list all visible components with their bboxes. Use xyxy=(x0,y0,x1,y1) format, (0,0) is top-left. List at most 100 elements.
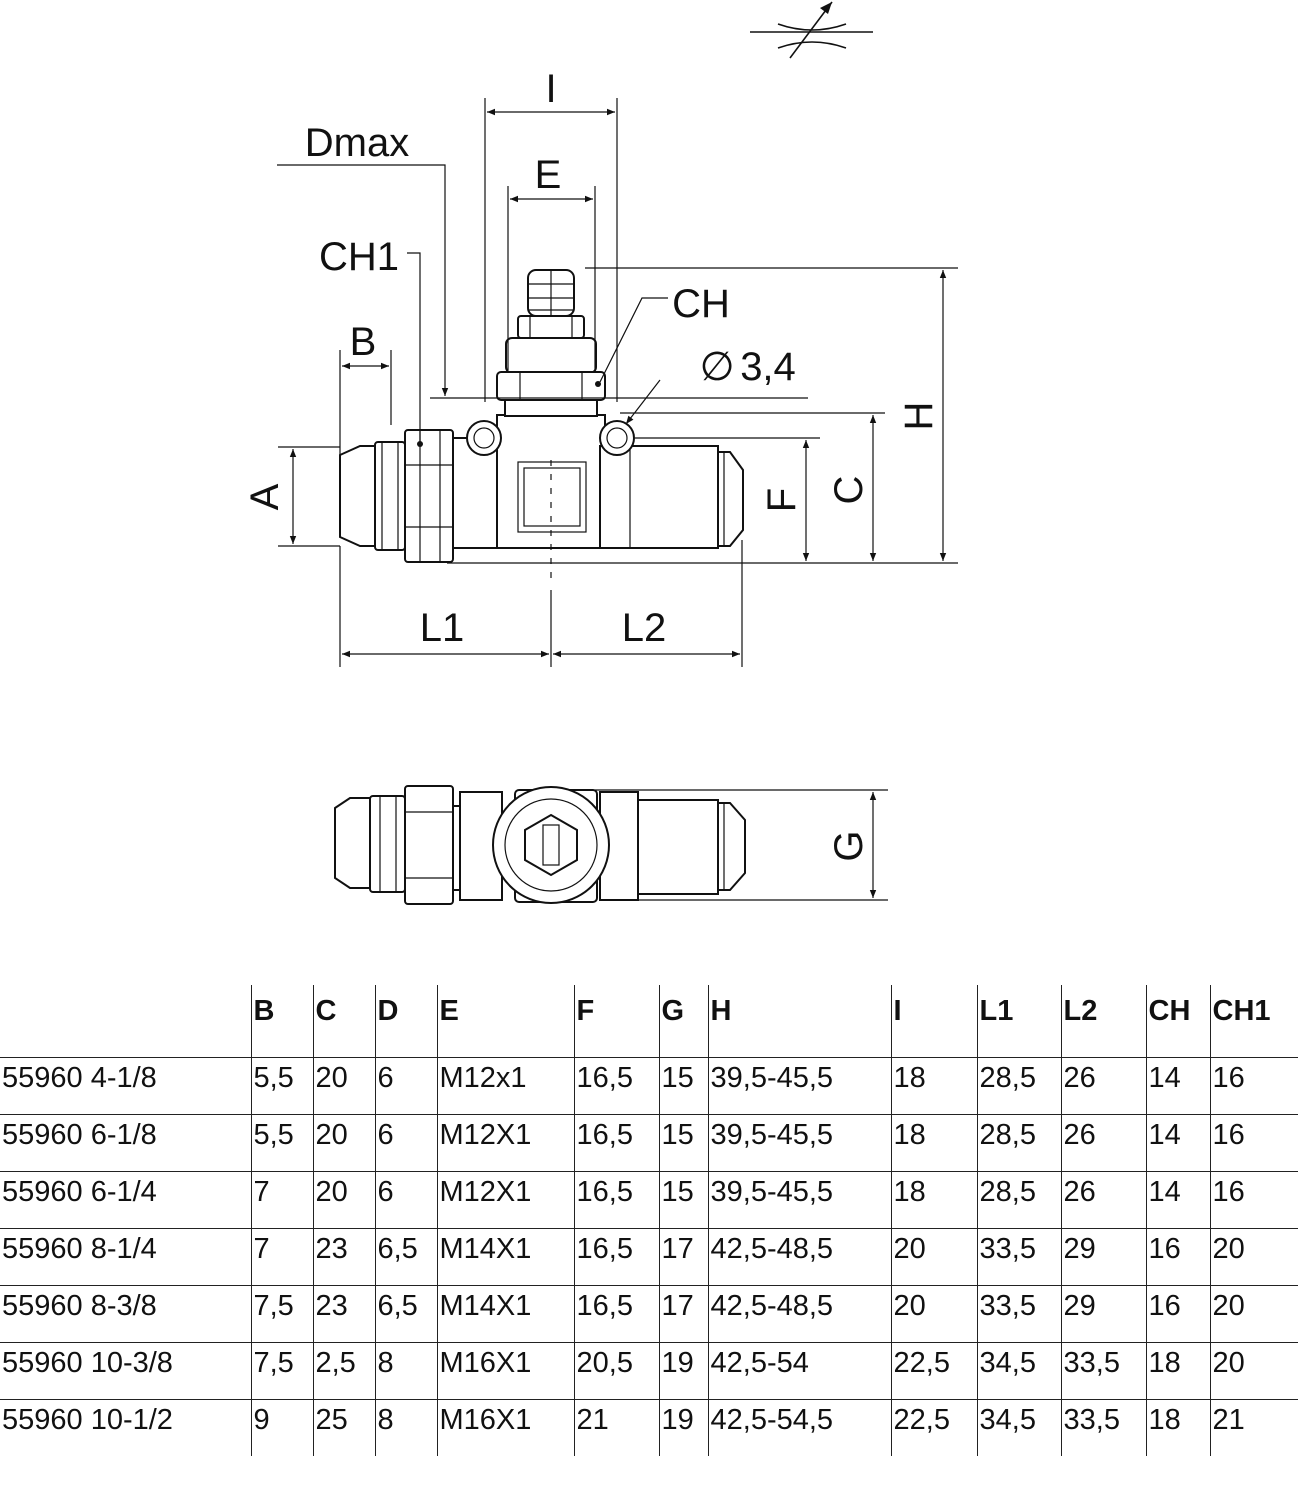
table-cell: M14X1 xyxy=(436,1228,574,1286)
table-cell: 16 xyxy=(1209,1114,1298,1172)
table-cell: 28,5 xyxy=(976,1057,1061,1115)
table-cell: 21 xyxy=(1209,1399,1298,1456)
label-h: H xyxy=(897,402,941,431)
table-cell: 39,5-45,5 xyxy=(707,1114,891,1172)
table-cell: 6,5 xyxy=(374,1285,437,1343)
table-cell: 26 xyxy=(1060,1114,1146,1172)
table-cell: 6,5 xyxy=(374,1228,437,1286)
table-cell: 28,5 xyxy=(976,1114,1061,1172)
table-cell: 23 xyxy=(312,1285,375,1343)
table-cell: 33,5 xyxy=(976,1285,1061,1343)
table-cell: 17 xyxy=(658,1228,708,1286)
part-code-cell: 55960 8-3/8 xyxy=(0,1285,251,1343)
column-header: I xyxy=(890,985,977,1058)
table-cell: 16,5 xyxy=(573,1228,659,1286)
table-cell: 14 xyxy=(1145,1114,1210,1172)
table-cell: 39,5-45,5 xyxy=(707,1171,891,1229)
table-cell: 16 xyxy=(1209,1057,1298,1115)
label-e: E xyxy=(535,153,562,197)
label-dmax: Dmax xyxy=(305,121,409,165)
table-cell: 15 xyxy=(658,1114,708,1172)
column-header: G xyxy=(658,985,708,1058)
table-cell: 14 xyxy=(1145,1171,1210,1229)
label-a: A xyxy=(243,483,287,510)
table-cell: 7,5 xyxy=(250,1285,313,1343)
table-cell: 26 xyxy=(1060,1171,1146,1229)
part-code-cell: 55960 10-3/8 xyxy=(0,1342,251,1400)
table-cell: 20 xyxy=(1209,1342,1298,1400)
table-cell: 23 xyxy=(312,1228,375,1286)
table-cell: 20 xyxy=(312,1057,375,1115)
table-cell: 22,5 xyxy=(890,1399,977,1456)
part-code-cell: 55960 4-1/8 xyxy=(0,1057,251,1115)
label-g: G xyxy=(827,830,871,861)
table-cell: 42,5-54 xyxy=(707,1342,891,1400)
fitting-front-view xyxy=(339,269,744,578)
label-l1: L1 xyxy=(420,606,465,650)
table-cell: 19 xyxy=(658,1342,708,1400)
table-cell: 16,5 xyxy=(573,1171,659,1229)
table-cell: 20 xyxy=(312,1114,375,1172)
part-code-cell: 55960 6-1/8 xyxy=(0,1114,251,1172)
table-cell: 16 xyxy=(1209,1171,1298,1229)
table-cell: 15 xyxy=(658,1057,708,1115)
table-cell: 42,5-48,5 xyxy=(707,1285,891,1343)
table-cell: M16X1 xyxy=(436,1399,574,1456)
table-cell: 42,5-54,5 xyxy=(707,1399,891,1456)
label-c: C xyxy=(827,476,871,505)
table-cell: M12x1 xyxy=(436,1057,574,1115)
table-cell: 5,5 xyxy=(250,1057,313,1115)
table-cell: 20 xyxy=(1209,1285,1298,1343)
table-cell: 18 xyxy=(890,1114,977,1172)
table-cell: 8 xyxy=(374,1342,437,1400)
table-cell: 42,5-48,5 xyxy=(707,1228,891,1286)
table-cell: 16,5 xyxy=(573,1285,659,1343)
table-cell: 15 xyxy=(658,1171,708,1229)
table-cell: M16X1 xyxy=(436,1342,574,1400)
column-header: C xyxy=(312,985,375,1058)
label-b: B xyxy=(350,320,377,364)
table-cell: 18 xyxy=(890,1171,977,1229)
table-cell: 5,5 xyxy=(250,1114,313,1172)
label-f: F xyxy=(760,488,804,512)
table-cell: M14X1 xyxy=(436,1285,574,1343)
column-header: D xyxy=(374,985,437,1058)
label-ch: CH xyxy=(672,282,730,326)
table-cell: 29 xyxy=(1060,1285,1146,1343)
table-cell: 33,5 xyxy=(976,1228,1061,1286)
table-cell: 7 xyxy=(250,1228,313,1286)
table-cell: 8 xyxy=(374,1399,437,1456)
table-cell: 16 xyxy=(1145,1285,1210,1343)
table-cell: 16 xyxy=(1145,1228,1210,1286)
fitting-top-view xyxy=(334,785,888,905)
table-cell: 18 xyxy=(1145,1342,1210,1400)
table-cell: 14 xyxy=(1145,1057,1210,1115)
table-cell: 34,5 xyxy=(976,1399,1061,1456)
column-header: CH1 xyxy=(1209,985,1298,1058)
column-header xyxy=(0,985,251,1058)
table-cell: 33,5 xyxy=(1060,1399,1146,1456)
table-cell: 20 xyxy=(890,1285,977,1343)
table-cell: 7 xyxy=(250,1171,313,1229)
table-cell: 7,5 xyxy=(250,1342,313,1400)
table-cell: M12X1 xyxy=(436,1114,574,1172)
label-ch1: CH1 xyxy=(319,235,399,279)
table-cell: 39,5-45,5 xyxy=(707,1057,891,1115)
column-header: CH xyxy=(1145,985,1210,1058)
table-cell: 33,5 xyxy=(1060,1342,1146,1400)
part-code-cell: 55960 6-1/4 xyxy=(0,1171,251,1229)
table-cell: 16,5 xyxy=(573,1057,659,1115)
table-cell: 18 xyxy=(1145,1399,1210,1456)
table-cell: 20 xyxy=(312,1171,375,1229)
table-cell: 21 xyxy=(573,1399,659,1456)
table-cell: 9 xyxy=(250,1399,313,1456)
table-cell: 29 xyxy=(1060,1228,1146,1286)
column-header: E xyxy=(436,985,574,1058)
